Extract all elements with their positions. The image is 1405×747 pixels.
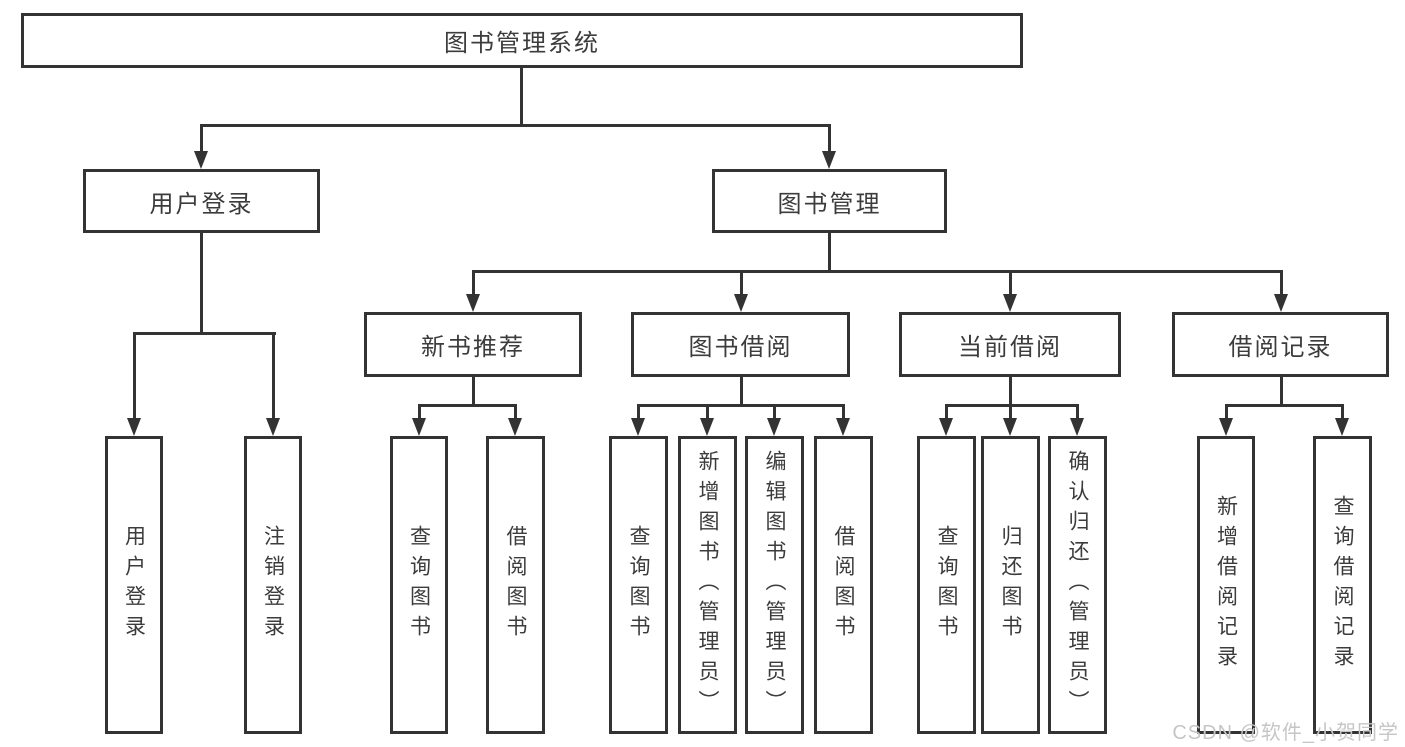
connector-split-hbar: [637, 404, 844, 407]
leaf-add-book-admin: 新增图书（管理员）: [678, 436, 737, 734]
connector-drop-leaf: [272, 332, 275, 420]
connector-root-hbar: [200, 124, 830, 127]
leaf-edit-book-admin: 编辑图书（管理员）: [745, 436, 804, 734]
connector-userlogin-drop: [200, 233, 203, 335]
connector-drop-level3: [1009, 270, 1012, 298]
leaf-return-book: 归还图书: [981, 436, 1040, 734]
arrow-down-icon: [836, 418, 850, 436]
connector-drop-level3: [472, 270, 475, 298]
arrow-down-icon: [1070, 418, 1084, 436]
connector-drop-level3: [740, 270, 743, 298]
leaf-borrow-query-book: 查询图书: [609, 436, 668, 734]
connector-mgmt-drop: [828, 233, 831, 273]
connector-split-hbar: [1225, 404, 1343, 407]
connector-drop-leaf: [1009, 404, 1012, 420]
arrow-down-icon: [127, 418, 141, 436]
connector-drop-leaf: [514, 404, 517, 420]
connector-drop-leaf: [637, 404, 640, 420]
connector-drop-leaf: [1225, 404, 1228, 420]
node-current-borrow: 当前借阅: [899, 312, 1121, 377]
connector-root-drop: [520, 68, 523, 126]
leaf-current-query-book: 查询图书: [917, 436, 976, 734]
connector-drop-leaf: [1076, 404, 1079, 420]
connector-stem: [472, 377, 475, 407]
arrow-down-icon: [1335, 418, 1349, 436]
arrow-down-icon: [631, 418, 645, 436]
leaf-logout: 注销登录: [244, 436, 302, 734]
arrow-down-icon: [700, 418, 714, 436]
connector-drop-book-management: [828, 124, 831, 154]
arrow-down-icon: [1274, 294, 1288, 312]
connector-stem: [1009, 377, 1012, 407]
arrow-down-icon: [412, 418, 426, 436]
leaf-query-borrow-record: 查询借阅记录: [1313, 436, 1372, 734]
connector-drop-leaf: [773, 404, 776, 420]
connector-drop-leaf: [842, 404, 845, 420]
arrow-down-icon: [508, 418, 522, 436]
arrow-down-icon: [822, 151, 836, 169]
arrow-down-icon: [1219, 418, 1233, 436]
node-book-borrow: 图书借阅: [631, 312, 850, 377]
connector-split-hbar: [418, 404, 517, 407]
connector-mgmt-hbar: [472, 270, 1282, 273]
connector-drop-leaf: [133, 332, 136, 420]
leaf-add-borrow-record: 新增借阅记录: [1197, 436, 1255, 734]
connector-drop-leaf: [706, 404, 709, 420]
connector-stem: [1280, 377, 1283, 407]
connector-stem: [740, 377, 743, 407]
node-user-login: 用户登录: [83, 169, 320, 233]
watermark: CSDN @软件_小贺同学: [1172, 722, 1399, 744]
leaf-recommend-query-book: 查询图书: [390, 436, 448, 734]
arrow-down-icon: [939, 418, 953, 436]
arrow-down-icon: [1003, 418, 1017, 436]
arrow-down-icon: [466, 294, 480, 312]
arrow-down-icon: [1003, 294, 1017, 312]
connector-userlogin-hbar: [133, 332, 276, 335]
node-new-book-recommend: 新书推荐: [364, 312, 582, 377]
leaf-confirm-return-admin: 确认归还（管理员）: [1048, 436, 1107, 734]
connector-drop-user-login: [200, 124, 203, 154]
connector-split-hbar: [945, 404, 1079, 407]
connector-drop-leaf: [1341, 404, 1344, 420]
arrow-down-icon: [194, 151, 208, 169]
arrow-down-icon: [767, 418, 781, 436]
leaf-borrow-book: 借阅图书: [814, 436, 873, 734]
arrow-down-icon: [266, 418, 280, 436]
node-book-management: 图书管理: [712, 169, 947, 233]
connector-drop-level3: [1280, 270, 1283, 298]
connector-drop-leaf: [945, 404, 948, 420]
arrow-down-icon: [734, 294, 748, 312]
leaf-recommend-borrow-book: 借阅图书: [486, 436, 545, 734]
leaf-user-login: 用户登录: [105, 436, 163, 734]
node-borrow-record: 借阅记录: [1172, 312, 1389, 377]
connector-drop-leaf: [418, 404, 421, 420]
node-root: 图书管理系统: [21, 13, 1023, 68]
